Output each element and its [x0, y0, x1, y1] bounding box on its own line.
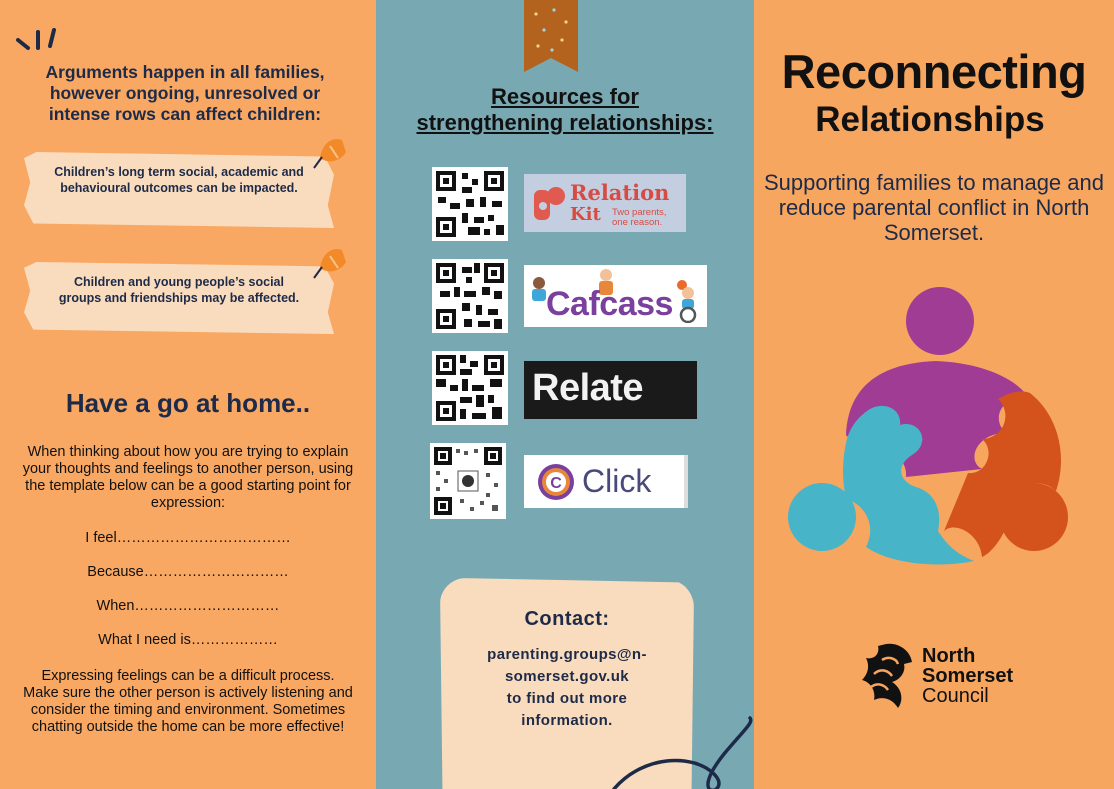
- contact-title: Contact:: [524, 608, 610, 630]
- contact-email[interactable]: parenting.groups@n-: [487, 646, 647, 663]
- wheelchair-child-icon: [677, 280, 697, 323]
- ribbon-decoration: [524, 0, 578, 72]
- council-line: Somerset: [922, 665, 1014, 687]
- council-crest-icon: [862, 643, 912, 708]
- council-logo-text: North Somerset Council: [922, 646, 1013, 706]
- qr-code-click[interactable]: [430, 443, 506, 519]
- page-subtitle: Relationships: [815, 100, 1045, 139]
- relate-wordmark: Relate: [532, 367, 644, 409]
- relate-logo[interactable]: Relate: [524, 361, 697, 419]
- puzzle-people-icon: [788, 287, 1068, 565]
- middle-panel: Resources for strengthening relationship…: [376, 0, 754, 789]
- note-text: Children and young people’s social group…: [58, 275, 300, 305]
- council-line: North: [922, 645, 976, 667]
- prompt-line: I feel………………………………: [85, 530, 291, 546]
- qr-code-cafcass[interactable]: [432, 259, 508, 333]
- relationkit-logo[interactable]: Relation Kit Two parents, one reason.: [524, 174, 686, 232]
- prompt-line: Because…………………………: [87, 564, 289, 580]
- contact-body: parenting.groups@n- somerset.gov.uk to f…: [450, 644, 684, 732]
- click-mark-icon: C: [538, 464, 574, 500]
- contact-card: Contact: parenting.groups@n- somerset.go…: [440, 578, 694, 789]
- squiggle-decoration: [612, 716, 753, 789]
- left-panel: Arguments happen in all families, howeve…: [0, 0, 376, 789]
- resources-title-line: Resources for: [491, 84, 639, 109]
- qr-code-relationkit[interactable]: [432, 167, 508, 241]
- home-heading: Have a go at home..: [65, 388, 311, 418]
- intro-text: Arguments happen in all families, howeve…: [45, 62, 325, 124]
- resources-title: Resources for strengthening relationship…: [376, 84, 754, 136]
- contact-info: to find out more: [506, 690, 628, 707]
- cafcass-wordmark: Cafcass: [546, 285, 673, 323]
- click-wordmark: Click: [582, 463, 652, 499]
- svg-text:C: C: [550, 475, 562, 492]
- child-figure-icon: [532, 277, 546, 301]
- contact-info: information.: [521, 712, 613, 729]
- prompt-line: When…………………………: [96, 598, 280, 614]
- council-line: Council: [922, 685, 989, 707]
- child-figure-icon: [599, 269, 613, 295]
- note-text: Children’s long term social, academic an…: [54, 165, 304, 195]
- relationkit-word: Relation: [570, 180, 670, 205]
- closing-text: Expressing feelings can be a difficult p…: [23, 668, 353, 735]
- right-panel: Reconnecting Relationships Supporting fa…: [754, 0, 1114, 789]
- page-title: Reconnecting: [781, 45, 1087, 98]
- pin-icon: [313, 248, 346, 279]
- cafcass-logo[interactable]: Cafcass: [524, 265, 707, 327]
- qr-code-relate[interactable]: [432, 351, 508, 425]
- resources-title-line: strengthening relationships:: [416, 110, 714, 135]
- click-logo[interactable]: C Click: [524, 455, 688, 508]
- page-tagline: Supporting families to manage and reduce…: [764, 170, 1104, 245]
- note-card: Children and young people’s social group…: [24, 262, 334, 334]
- prompt-line: What I need is………………: [98, 632, 278, 648]
- pin-icon: [313, 138, 346, 169]
- sparkle-icon: [16, 28, 56, 50]
- relationkit-kit: Kit: [570, 204, 601, 225]
- contact-email[interactable]: somerset.gov.uk: [504, 668, 630, 685]
- home-intro: When thinking about how you are trying t…: [22, 444, 354, 511]
- note-card: Children’s long term social, academic an…: [24, 152, 334, 228]
- relationkit-tagline: Two parents, one reason.: [612, 207, 667, 228]
- relationkit-mark-icon: [534, 187, 565, 220]
